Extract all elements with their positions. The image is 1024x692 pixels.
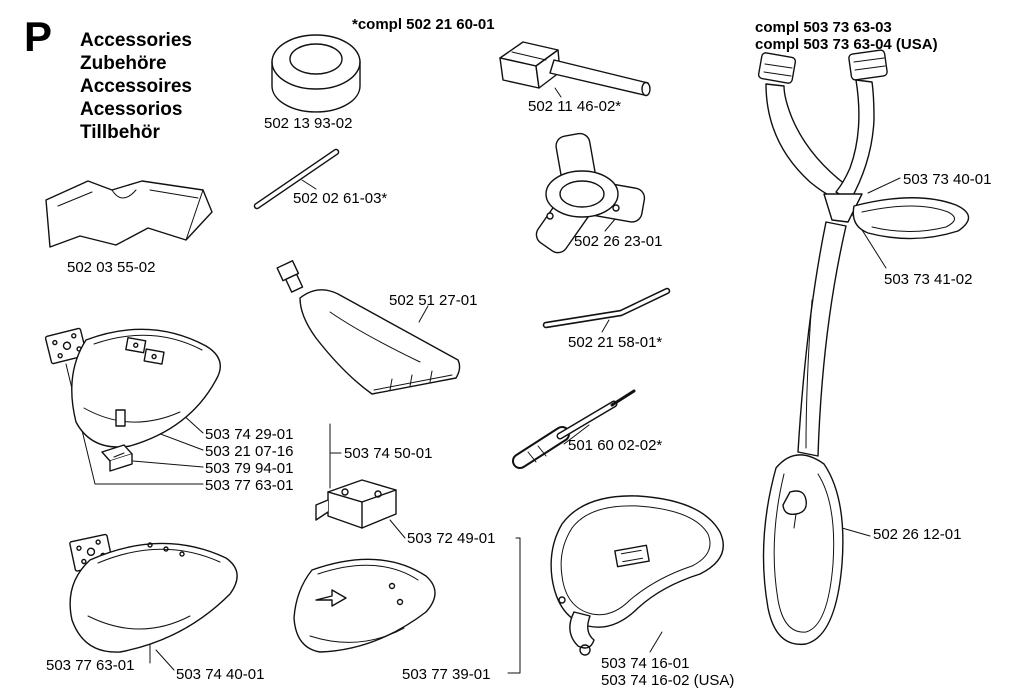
title-tillbehor: Tillbehör bbox=[80, 122, 160, 143]
part-label-support-bracket: 503 72 49-01 bbox=[407, 530, 496, 547]
socket-wrench-illustration bbox=[499, 41, 651, 97]
part-label-guard-bottom-center: 503 77 39-01 bbox=[402, 666, 491, 683]
part-label-rod: 502 02 61-03* bbox=[293, 190, 388, 207]
section-letter: P bbox=[24, 13, 53, 60]
part-label-harness-strap: 503 73 40-01 bbox=[903, 171, 992, 188]
page-title-block: Accessories Zubehöre Accessoires Acessor… bbox=[80, 29, 192, 144]
guard-extension-illustration bbox=[45, 180, 213, 248]
collar-illustration bbox=[271, 34, 361, 113]
grease-tube-illustration bbox=[276, 260, 461, 395]
title-accessories: Accessories bbox=[80, 30, 192, 51]
part-label-socket-wrench: 502 11 46-02* bbox=[528, 98, 622, 115]
part-label-guard-assembly: 503 74 50-01 bbox=[344, 445, 433, 462]
hip-pad-illustration bbox=[550, 495, 724, 656]
part-label-hex-key: 502 21 58-01* bbox=[568, 334, 663, 351]
part-label-plate-bottom: 503 77 63-01 bbox=[46, 657, 135, 674]
harness-illustration bbox=[757, 49, 970, 646]
part-label-hip-pad-1: 503 74 16-01 bbox=[601, 655, 690, 672]
title-accessoires: Accessoires bbox=[80, 76, 192, 97]
part-label-stack-2: 503 21 07-16 bbox=[205, 443, 294, 460]
part-label-harness-buckle: 503 73 41-02 bbox=[884, 271, 973, 288]
grass-blade-illustration bbox=[535, 132, 646, 254]
hex-key-illustration bbox=[542, 287, 671, 329]
part-label-stack-3: 503 79 94-01 bbox=[205, 460, 294, 477]
guard-assembly-illustration bbox=[44, 327, 221, 472]
guard-bottom-center-illustration bbox=[293, 558, 436, 653]
part-label-stack-1: 503 74 29-01 bbox=[205, 426, 294, 443]
guard-bottom-left-illustration bbox=[69, 533, 238, 653]
part-label-grass-blade: 502 26 23-01 bbox=[574, 233, 663, 250]
part-label-harness-pad: 502 26 12-01 bbox=[873, 526, 962, 543]
compl-note-center: *compl 502 21 60-01 bbox=[352, 16, 495, 33]
part-label-grease-tube: 502 51 27-01 bbox=[389, 292, 478, 309]
part-label-hip-pad-2: 503 74 16-02 (USA) bbox=[601, 672, 735, 689]
compl-note-right-1: compl 503 73 63-03 bbox=[755, 19, 892, 36]
title-acessorios: Acessorios bbox=[80, 99, 183, 120]
part-label-screwdriver: 501 60 02-02* bbox=[568, 437, 663, 454]
rod-illustration bbox=[253, 148, 340, 210]
screwdriver-illustration bbox=[512, 389, 636, 469]
title-zubehoere: Zubehöre bbox=[80, 53, 167, 74]
part-label-stack-4: 503 77 63-01 bbox=[205, 477, 294, 494]
support-bracket-illustration bbox=[315, 479, 397, 529]
part-label-guard-extension: 502 03 55-02 bbox=[67, 259, 156, 276]
part-label-collar: 502 13 93-02 bbox=[264, 115, 353, 132]
part-label-guard-bottom-left: 503 74 40-01 bbox=[176, 666, 265, 683]
compl-note-right-2: compl 503 73 63-04 (USA) bbox=[755, 36, 938, 53]
